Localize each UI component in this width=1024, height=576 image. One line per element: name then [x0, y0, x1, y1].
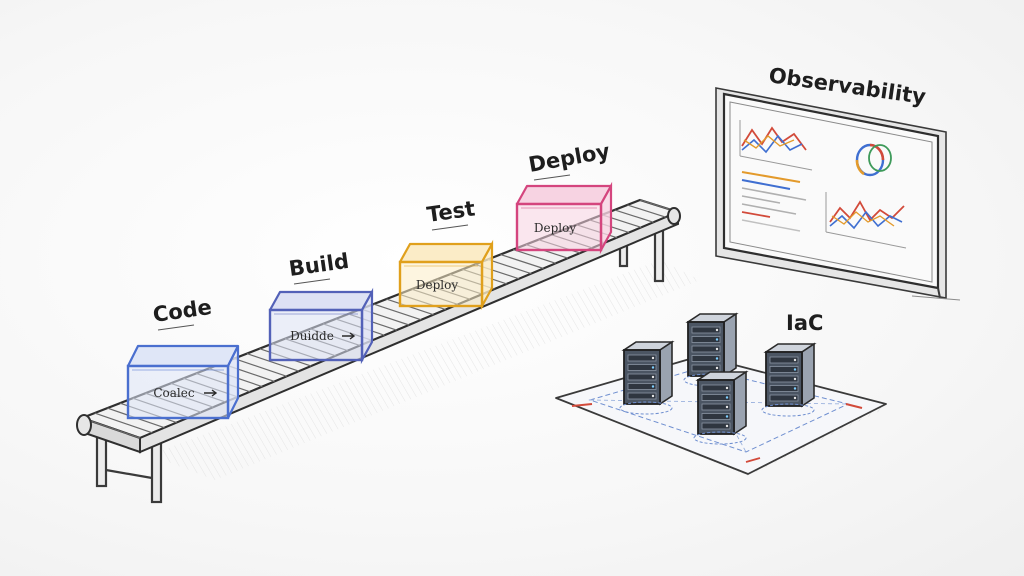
box-front-face: [398, 260, 484, 308]
box-top-face: [398, 242, 494, 264]
stage-box-text: Duidde: [290, 329, 334, 343]
iac-platform: IaC: [555, 311, 887, 476]
stage-box-build: Duidde Build: [268, 249, 374, 365]
server-rack-icon: [693, 370, 749, 445]
box-front-face: [515, 202, 603, 252]
conveyor-end-roller-left: [76, 414, 92, 436]
stage-label: Test: [425, 196, 476, 226]
server-rack-icon: [683, 312, 739, 387]
iac-red-arrow-right: [845, 403, 863, 409]
box-front-face: [126, 364, 230, 420]
board-line-chart-top-left: [739, 120, 813, 171]
server-rack-icon: [619, 340, 675, 415]
box-front-face: [268, 308, 364, 362]
stage-label: Deploy: [527, 139, 612, 177]
board-donut-chart: [855, 143, 892, 177]
observability-board: Observability: [715, 63, 961, 301]
stage-label-underline: [533, 174, 571, 181]
stage-label-underline: [431, 224, 469, 231]
iac-red-arrow-left: [571, 403, 593, 407]
iac-servers: [619, 312, 817, 445]
stage-box-text: Deploy: [534, 221, 576, 235]
board-line-chart-bottom-right: [825, 192, 907, 249]
iac-red-arrow-bottom: [745, 457, 761, 463]
stage-label: Code: [151, 295, 213, 327]
box-top-face: [268, 290, 374, 312]
stage-box-code: Coalec Code: [126, 295, 240, 420]
iac-title: IaC: [786, 311, 823, 335]
board-stand: [937, 287, 941, 299]
box-top-face: [126, 344, 240, 368]
box-top-face: [515, 184, 613, 206]
conveyor-front-rail: [139, 210, 679, 454]
stage-label: Build: [287, 249, 350, 281]
stage-label-underline: [157, 324, 195, 331]
stage-box-test: Deploy Test: [398, 196, 494, 311]
arrow-right-icon: [342, 332, 356, 340]
board-bar-list: [741, 171, 807, 232]
stage-label-underline: [293, 278, 331, 285]
arrow-right-icon: [204, 389, 218, 397]
board-floor-line: [911, 295, 961, 301]
conveyor-end-roller-right: [667, 207, 681, 225]
conveyor-shadow: [150, 260, 700, 480]
stage-box-text: Coalec: [153, 386, 195, 400]
stage-box-text: Deploy: [416, 278, 458, 292]
board-inner-border: [729, 101, 933, 283]
server-rack-icon: [761, 342, 817, 417]
